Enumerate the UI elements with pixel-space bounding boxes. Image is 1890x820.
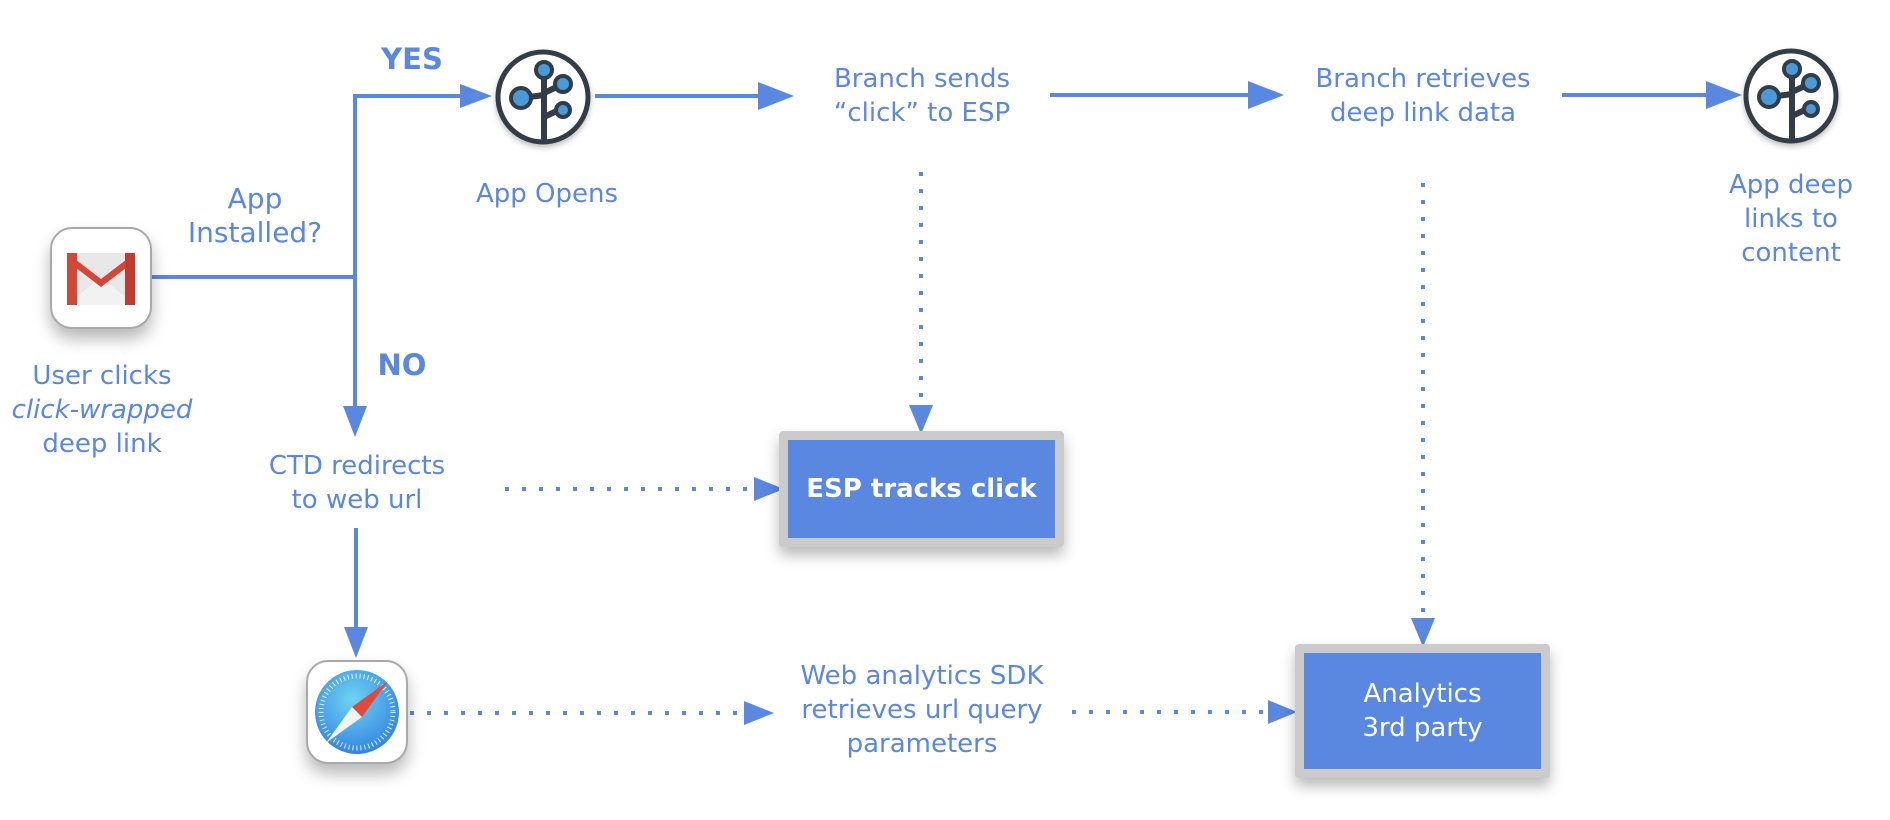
arrowhead-no — [343, 406, 367, 437]
arrowhead-web-analytics — [744, 701, 774, 725]
app-deep-links-line-3: content — [1741, 238, 1841, 268]
app-deep-links-line-2: links to — [1744, 204, 1838, 234]
analytics-3rd-party-box[interactable]: Analytics 3rd party — [1295, 644, 1550, 778]
branch-sends-line-2: “click” to ESP — [833, 98, 1011, 128]
user-clicks-label: User clicks click-wrapped deep link — [12, 359, 193, 461]
arrowhead-esp-top — [909, 405, 933, 434]
web-analytics-line-3: parameters — [846, 729, 998, 759]
solid-connectors — [152, 93, 1710, 630]
app-deep-links-label: App deep links to content — [1729, 168, 1853, 270]
analytics-3rd-party-line-1: Analytics — [1363, 679, 1482, 709]
esp-tracks-click-box-fill: ESP tracks click — [788, 440, 1055, 538]
esp-tracks-click-text: ESP tracks click — [806, 474, 1037, 504]
decision-line-2: Installed? — [187, 216, 323, 249]
gmail-icon[interactable] — [50, 227, 152, 329]
branch-sends-line-1: Branch sends — [833, 64, 1011, 94]
branch-sends-label: Branch sends “click” to ESP — [834, 62, 1010, 130]
decision-line-1: App — [227, 182, 283, 215]
branch-retrieves-line-1: Branch retrieves — [1315, 64, 1531, 94]
arrowhead-retrieves — [1248, 81, 1284, 109]
arrowhead-esp-left — [754, 477, 784, 501]
branch-tree-icon — [495, 49, 591, 145]
branch-retrieves-label: Branch retrieves deep link data — [1315, 62, 1530, 130]
branch-tree-icon — [1743, 48, 1839, 144]
user-clicks-line-2: click-wrapped — [11, 395, 193, 425]
esp-tracks-click-box[interactable]: ESP tracks click — [779, 431, 1064, 547]
analytics-3rd-party-line-2: 3rd party — [1362, 713, 1483, 743]
yes-label: YES — [381, 42, 443, 76]
no-label: NO — [377, 348, 427, 382]
solid-arrowheads — [343, 81, 1742, 658]
arrowhead-app-deep-links — [1706, 81, 1742, 109]
web-analytics-line-1: Web analytics SDK — [800, 661, 1044, 691]
web-analytics-line-2: retrieves url query — [801, 695, 1043, 725]
safari-compass-icon — [315, 670, 399, 754]
user-clicks-line-3: deep link — [42, 429, 162, 459]
ctd-redirects-label: CTD redirects to web url — [269, 449, 445, 517]
branch-retrieves-line-2: deep link data — [1329, 98, 1517, 128]
arrowhead-3rd-party-left — [1268, 700, 1297, 724]
dotted-arrowheads — [744, 405, 1435, 725]
arrowhead-3rd-party-top — [1411, 618, 1435, 647]
ctd-redirects-line-2: to web url — [291, 485, 423, 515]
user-clicks-line-1: User clicks — [32, 361, 172, 391]
web-analytics-label: Web analytics SDK retrieves url query pa… — [800, 659, 1043, 761]
edge-yes — [353, 94, 460, 277]
gmail-envelope-icon — [67, 253, 135, 305]
app-opens-label: App Opens — [476, 177, 618, 211]
arrowhead-yes — [460, 84, 492, 108]
decision-label: App Installed? — [188, 182, 322, 250]
arrowhead-safari — [344, 627, 368, 658]
safari-icon[interactable] — [306, 660, 408, 764]
app-opens-line-1: App Opens — [475, 179, 619, 209]
analytics-3rd-party-box-fill: Analytics 3rd party — [1304, 653, 1541, 769]
ctd-redirects-line-1: CTD redirects — [268, 451, 446, 481]
app-deep-links-line-1: App deep — [1728, 170, 1854, 200]
arrowhead-branch-sends — [758, 82, 794, 110]
